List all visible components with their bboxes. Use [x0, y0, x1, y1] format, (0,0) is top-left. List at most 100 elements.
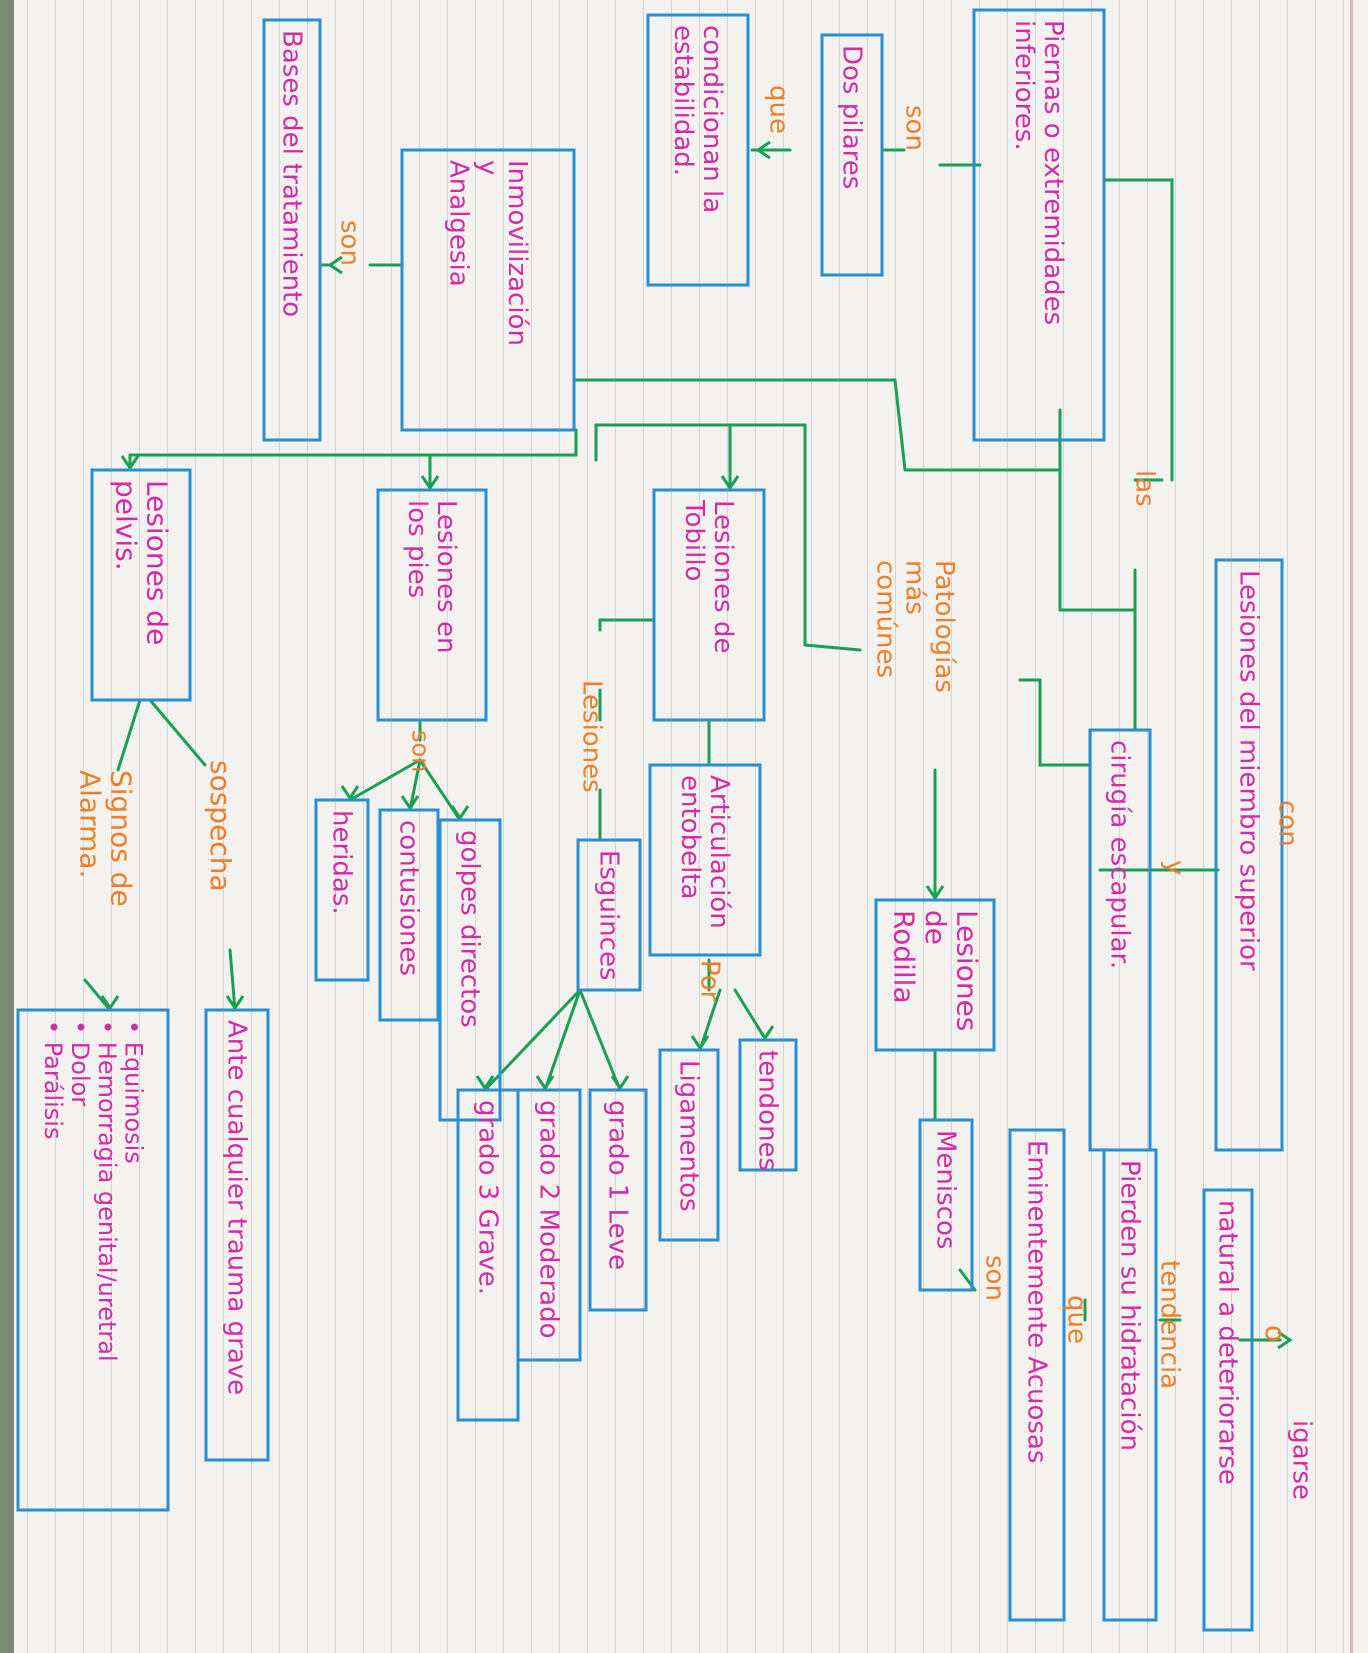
node-dos-pilares-text-0: Dos pilares: [837, 45, 867, 189]
label-y-text-0: y: [1160, 860, 1190, 875]
node-articulacion-text-0: Articulación: [704, 775, 734, 929]
connector-line: [148, 698, 207, 767]
label-tendencia: tendencia: [1155, 1260, 1185, 1389]
node-piernas-text-1: inferiores.: [1009, 20, 1039, 151]
arrow-head: [1277, 1330, 1293, 1350]
node-signos-lista-text-2: • Dolor: [66, 1020, 94, 1106]
node-lesiones-rodilla-text-1: de: [919, 910, 952, 945]
node-lesiones-pelvis-frame: [90, 468, 192, 702]
arrow-head: [420, 475, 440, 491]
node-grado-3: grado 3 Grave.: [473, 1100, 503, 1295]
node-lesiones-tobillo-frame: [652, 488, 766, 722]
connector-line: [578, 988, 622, 1092]
node-lesiones-rodilla-text-0: Lesiones: [950, 910, 983, 1031]
node-meniscos: Meniscos: [931, 1130, 961, 1249]
label-sospecha: sospecha: [204, 760, 237, 892]
node-lesiones-miembro-superior-frame: [1214, 558, 1284, 1152]
label-o: o: [1259, 1325, 1292, 1342]
node-bases-tratamiento-frame: [262, 18, 322, 442]
node-golpes-directos: golpes directos: [455, 830, 485, 1028]
node-meniscos-frame: [918, 1118, 974, 1292]
label-y: y: [1160, 860, 1190, 875]
arrow-head: [720, 475, 740, 491]
node-contusiones-text-0: contusiones: [394, 820, 424, 976]
label-son-2: son: [335, 220, 365, 266]
label-sospecha-text-0: sospecha: [204, 760, 237, 892]
connector-line: [116, 698, 142, 772]
connector-line: [698, 988, 722, 1052]
node-boxes: [16, 8, 1284, 1632]
node-dos-pilares-frame: [820, 33, 884, 277]
node-grado-2: grado 2 Moderado: [534, 1100, 564, 1338]
label-son-4-text-0: son: [980, 1255, 1010, 1301]
node-pierden-hidratacion-text-0: Pierden su hidratación: [1115, 1160, 1145, 1451]
label-las: las: [1130, 470, 1160, 507]
node-tendones-text-0: tendones: [753, 1050, 783, 1171]
node-bases-tratamiento-text-0: Bases del tratamiento: [277, 30, 307, 317]
label-con: con: [1273, 800, 1303, 847]
connector-line: [543, 988, 582, 1092]
node-piernas-text-0: Piernas o extremidades: [1038, 20, 1068, 325]
node-lesiones-pelvis-text-1: pelvis.: [109, 480, 142, 571]
node-esguinces-text-0: Esguinces: [594, 850, 624, 981]
node-esguinces-frame: [576, 838, 642, 992]
node-heridas-text-0: heridas.: [327, 810, 357, 915]
node-articulacion-text-1: entobelta: [675, 775, 705, 899]
node-condicionan-text-1: estabilidad.: [668, 25, 698, 176]
connector-line: [348, 758, 422, 802]
label-que-2: que: [1062, 1295, 1092, 1344]
arrow-head: [225, 995, 245, 1011]
arrow-head: [925, 885, 945, 901]
connector-line: [1102, 178, 1174, 482]
node-pierden-hidratacion-frame: [1102, 1148, 1158, 1622]
table-edge: [0, 0, 14, 1653]
node-lesiones-miembro-superior: Lesiones del miembro superior: [1234, 570, 1264, 971]
label-que-1-text-0: que: [764, 85, 794, 134]
label-signos-alarma-text-1: Alarma.: [73, 770, 106, 878]
node-heridas-frame: [314, 798, 370, 982]
node-cirugia-escapular: cirugía escapular.: [1105, 740, 1135, 969]
arrow-head: [755, 140, 771, 160]
node-ligamentos: Ligamentos: [674, 1060, 704, 1212]
node-tendones-frame: [738, 1038, 798, 1172]
label-las-text-0: las: [1130, 470, 1160, 507]
connector-line: [598, 618, 656, 632]
edge-igarse: igarse: [1287, 1420, 1317, 1500]
label-patologias-comunes-text-1: más: [900, 560, 930, 615]
node-natural-deteriorarse: natural a deteriorarse: [1213, 1200, 1243, 1485]
arrow-head: [120, 455, 140, 471]
label-son-2-text-0: son: [335, 220, 365, 266]
label-son-4: son: [980, 1255, 1010, 1301]
node-grado-3-text-0: grado 3 Grave.: [473, 1100, 503, 1295]
node-inmovilizacion-text-1: y: [473, 160, 503, 175]
label-patologias-comunes-text-2: comúnes: [871, 560, 901, 678]
node-lesiones-pies-frame: [376, 488, 488, 722]
node-cirugia-escapular-text-0: cirugía escapular.: [1105, 740, 1135, 969]
node-condicionan-text-0: condicionan la: [697, 25, 727, 213]
arrow-head: [100, 995, 120, 1011]
node-heridas: heridas.: [327, 810, 357, 915]
node-contusiones: contusiones: [394, 820, 424, 976]
label-signos-alarma-text-0: Signos de: [105, 770, 138, 907]
node-lesiones-miembro-superior-text-0: Lesiones del miembro superior: [1234, 570, 1264, 971]
label-por-text-0: Por: [695, 960, 725, 1002]
node-grado-1-text-0: grado 1 Leve: [603, 1100, 633, 1270]
node-contusiones-frame: [378, 808, 440, 1022]
node-eminentemente-acuosas-frame: [1008, 1128, 1066, 1622]
arrow-head: [475, 1075, 495, 1091]
node-ante-trauma-grave-text-0: Ante cualquier trauma grave: [222, 1020, 252, 1395]
arrow-head: [690, 1035, 710, 1051]
node-grado-2-text-0: grado 2 Moderado: [534, 1100, 564, 1338]
arrow-head: [327, 255, 343, 275]
node-grado-1-frame: [588, 1088, 648, 1312]
arrow-head: [400, 795, 420, 811]
node-inmovilizacion-frame: [400, 148, 576, 432]
connector-line: [408, 758, 422, 812]
